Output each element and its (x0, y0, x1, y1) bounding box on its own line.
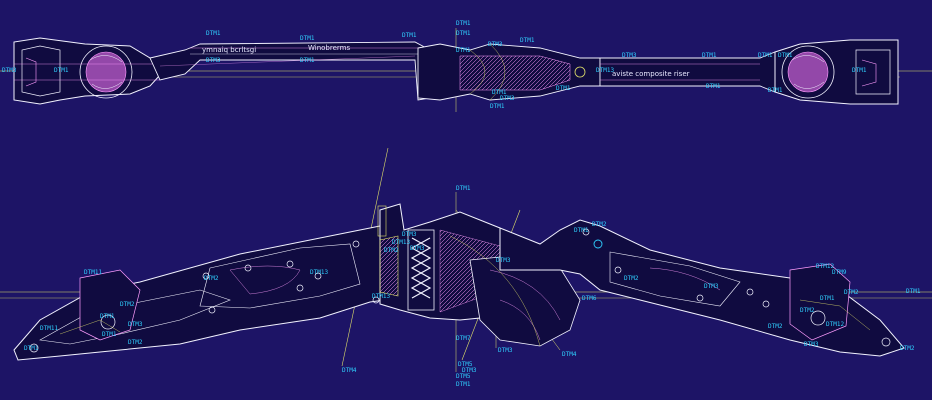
datum-label: DTM12 (826, 321, 844, 328)
datum-label: DTM4 (562, 351, 577, 358)
datum-label: DTM3 (622, 52, 637, 59)
datum-label: DTM1 (300, 57, 315, 64)
datum-label: DTM2 (624, 275, 639, 282)
datum-label: DTM12 (816, 263, 834, 270)
datum-label: DTM1 (768, 87, 783, 94)
datum-label: DTM2 (768, 323, 783, 330)
datum-label: DTM1 (24, 345, 39, 352)
datum-label: DTM6 (582, 295, 597, 302)
datum-label: DTM2 (120, 301, 135, 308)
datum-label: DTM2 (384, 247, 399, 254)
datum-label: DTM2 (592, 221, 607, 228)
datum-label: DTM11 (84, 269, 102, 276)
datum-label: DTM1 (852, 67, 867, 74)
datum-label: DTM9 (832, 269, 847, 276)
datum-label: DTM3 (410, 245, 425, 252)
datum-label: DTM13 (392, 239, 410, 246)
datum-label: DTM1 (100, 313, 115, 320)
datum-label: DTM3 (804, 341, 819, 348)
side-left-limb (13, 221, 401, 361)
datum-label: DTM1 (820, 295, 835, 302)
top-left-pocket (13, 37, 161, 105)
datum-label: DTM4 (342, 367, 357, 374)
datum-label: DTM7 (456, 335, 471, 342)
datum-label: DTM1 (456, 30, 471, 37)
datum-label: DTM3 (498, 347, 513, 354)
top-grip (417, 43, 601, 101)
datum-label: DTM13 (596, 67, 614, 74)
datum-label: DTM1 (402, 32, 417, 39)
datum-label: DTM1 (702, 52, 717, 59)
datum-label: DTM3 (128, 321, 143, 328)
datum-label: DTM11 (40, 325, 58, 332)
datum-label: DTM1 (456, 20, 471, 27)
datum-label: DTM2 (128, 339, 143, 346)
top-right-pocket (774, 39, 899, 105)
engraving-top-left: ymnaiq bcrltsgi (202, 46, 256, 54)
datum-label: DTM1 (456, 381, 471, 388)
datum-label: DTM1 (456, 47, 471, 54)
datum-label: DTM1 (906, 288, 921, 295)
datum-label: DTM5 (458, 361, 473, 368)
datum-label: DTM1 (492, 89, 507, 96)
datum-label: DTM1 (54, 67, 69, 74)
datum-label: DTM2 (900, 345, 915, 352)
datum-label: DTM13 (372, 293, 390, 300)
datum-label: DTM1 (520, 37, 535, 44)
side-view[interactable]: DTM1 DTM2 DTM3 DTM13 DTM2 DTM13 DTM11 DT… (0, 147, 932, 388)
top-left-beam (149, 41, 431, 101)
side-right-limb (499, 219, 905, 357)
datum-label: DTM1 (456, 185, 471, 192)
datum-label: DTM3 (462, 367, 477, 374)
datum-label: DTM13 (310, 269, 328, 276)
top-view[interactable]: ymnaiq bcrltsgi Winobrerms aviste compos… (0, 20, 932, 112)
datum-label: DTM1 (778, 52, 793, 59)
datum-label: DTM2 (204, 275, 219, 282)
datum-label: DTM3 (206, 57, 221, 64)
datum-label: DTM1 (758, 52, 773, 59)
datum-label: DTM1 (574, 227, 589, 234)
datum-label: DTM3 (704, 283, 719, 290)
datum-label: DTM1 (706, 83, 721, 90)
datum-label: DTM1 (206, 30, 221, 37)
side-shelf (449, 235, 581, 347)
datum-label: DTM3 (496, 257, 511, 264)
datum-label: DTM3 (2, 67, 17, 74)
datum-label: DTM2 (800, 307, 815, 314)
datum-label: DTM3 (488, 41, 503, 48)
datum-label: DTM1 (490, 103, 505, 110)
datum-label: DTM1 (556, 85, 571, 92)
datum-label: DTM1 (102, 331, 117, 338)
engraving-top-right: aviste composite riser (612, 70, 690, 78)
datum-label: DTM3 (500, 95, 515, 102)
datum-label: DTM1 (300, 35, 315, 42)
datum-label: DTM3 (402, 231, 417, 238)
datum-label: DTM2 (844, 289, 859, 296)
engraving-top-mid: Winobrerms (308, 44, 350, 52)
datum-label: DTM5 (456, 373, 471, 380)
